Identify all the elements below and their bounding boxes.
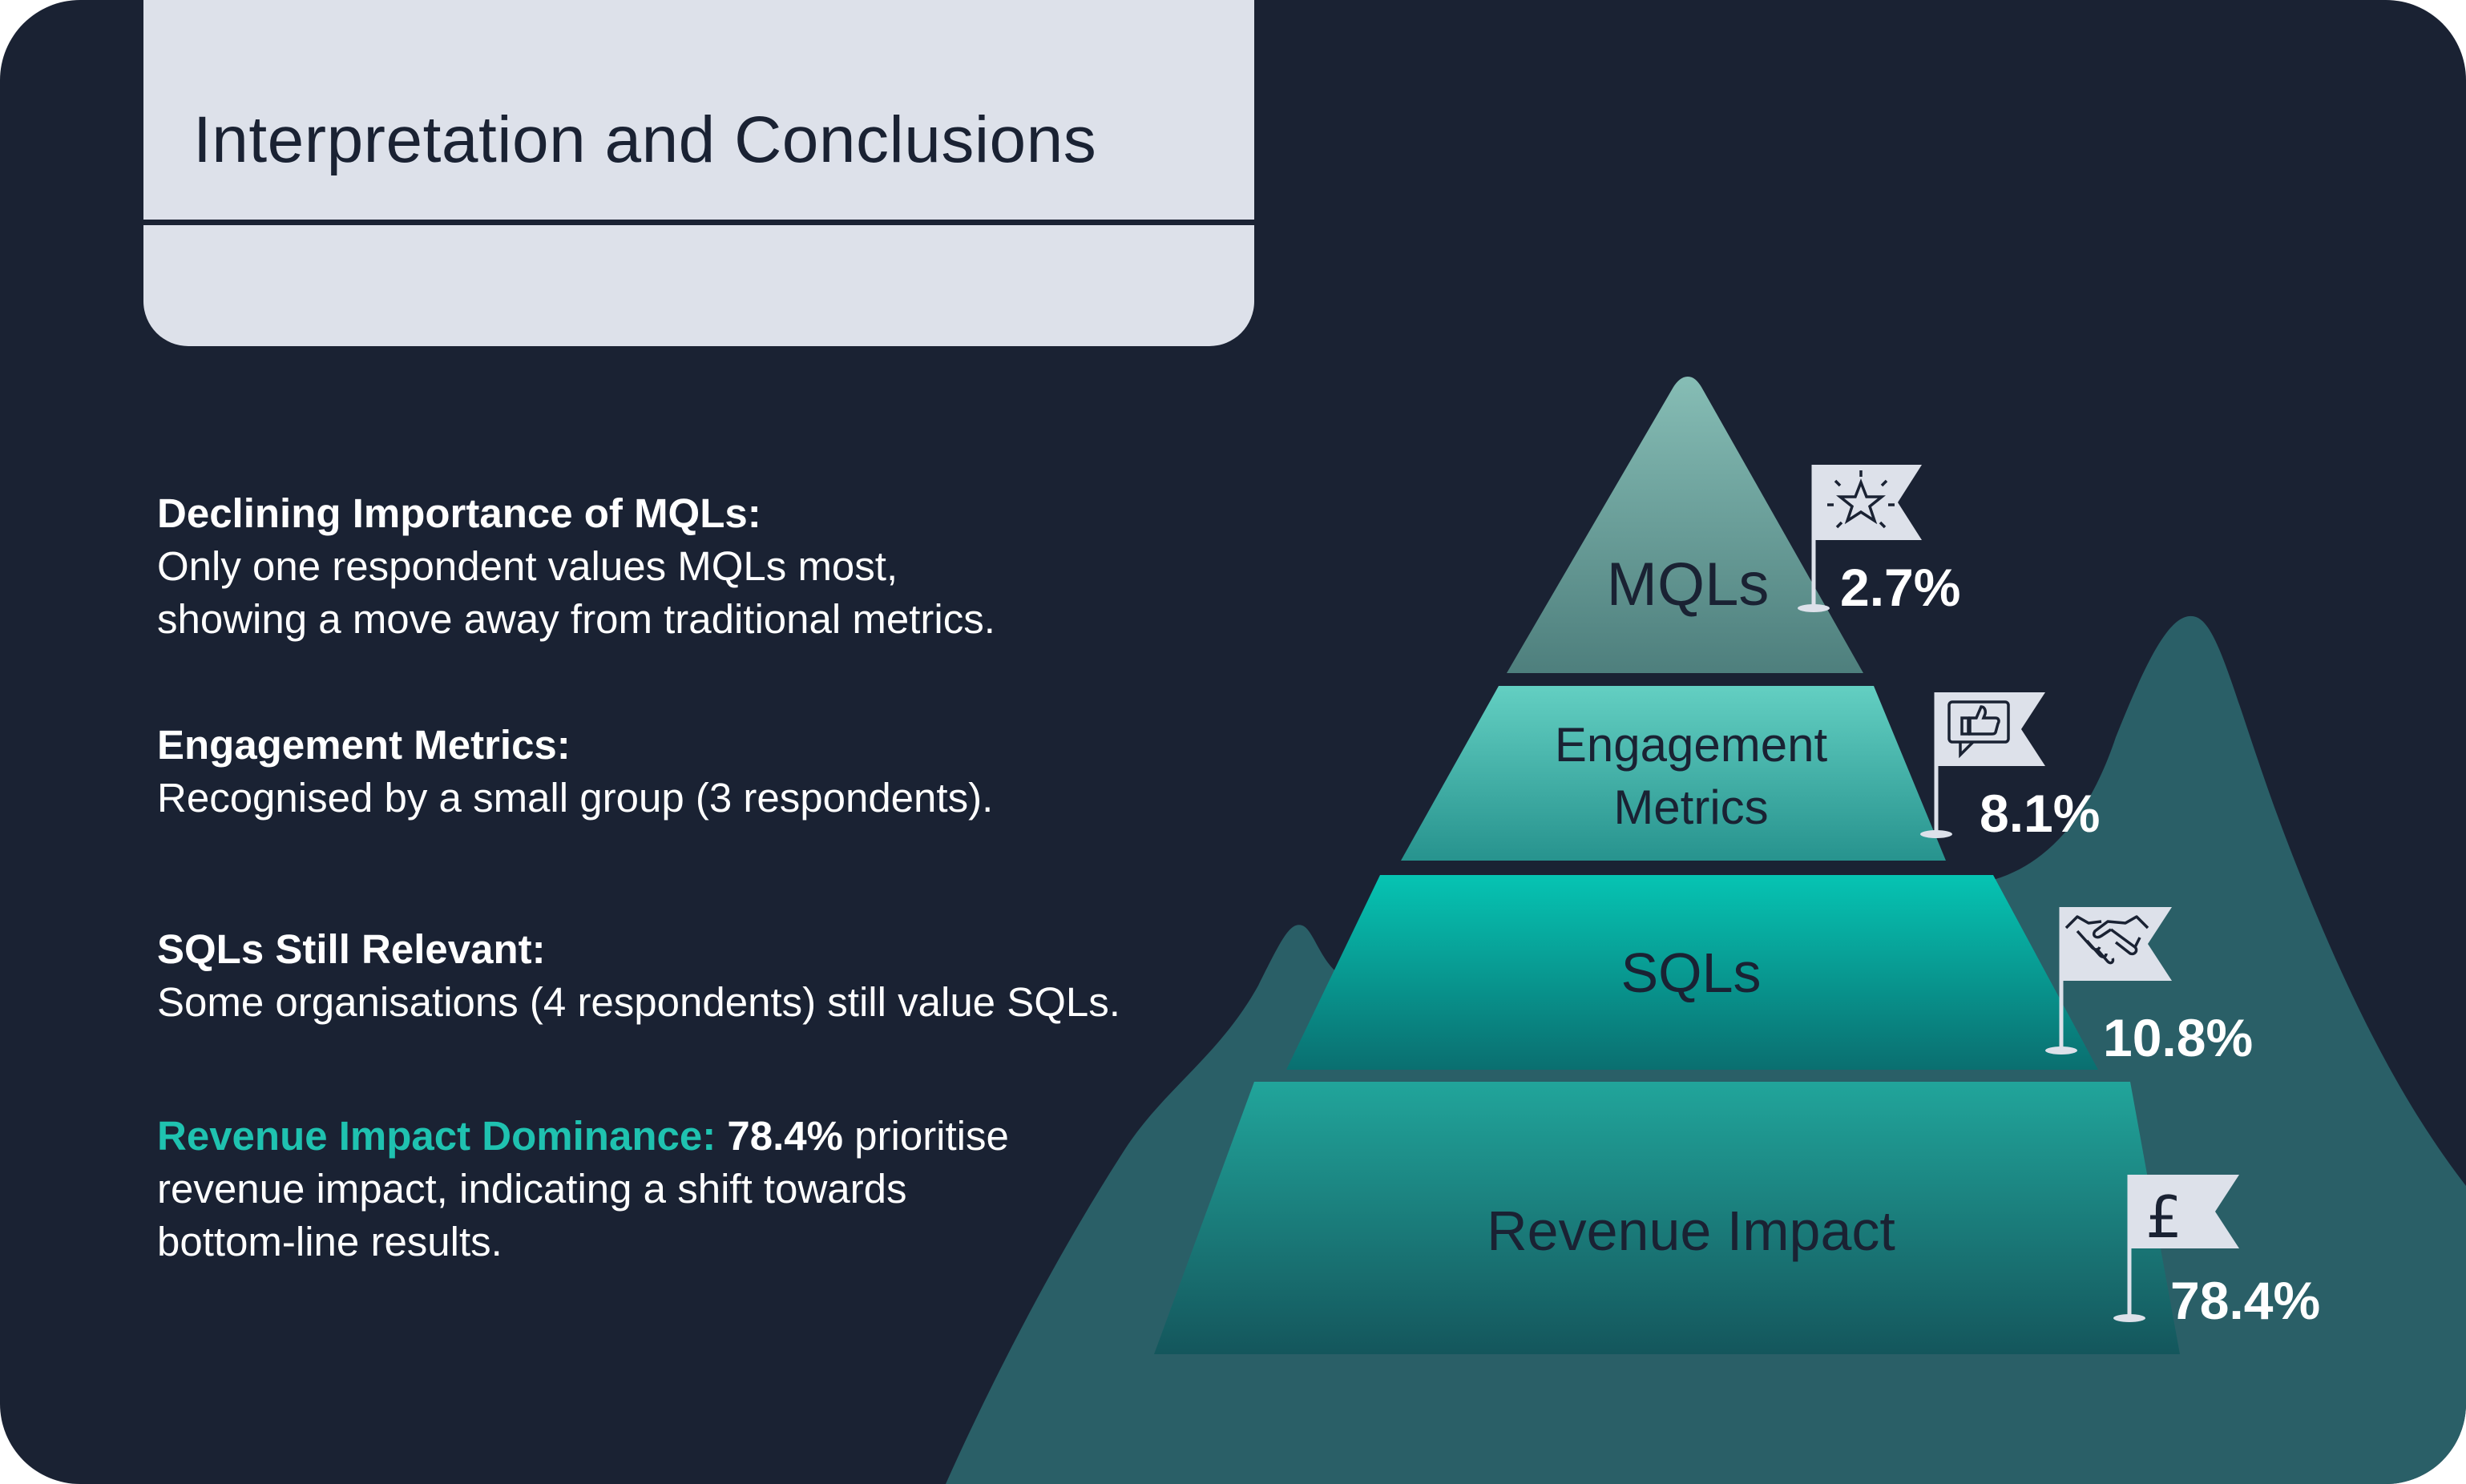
point-line: Some organisations (4 respondents) still… [157,979,1120,1025]
tier-mqls-shape [1507,377,1863,673]
title-box: Interpretation and Conclusions [143,0,1254,346]
flag-revenue: £ 78.4% [2113,1175,2320,1330]
tier-label-revenue: Revenue Impact [1487,1200,1895,1262]
percent-revenue: 78.4% [2170,1271,2320,1330]
tier-label-engagement: Metrics [1613,780,1768,834]
point-heading: Engagement Metrics: [157,722,571,768]
percent-mqls: 2.7% [1840,558,1960,617]
point-first-line: Revenue Impact Dominance: 78.4% prioriti… [157,1110,1009,1163]
tier-sqls-shape [1286,875,2098,1070]
pound-icon: £ [2145,1184,2182,1251]
point-heading: Revenue Impact Dominance: [157,1113,716,1159]
thumbs-up-icon [1947,700,2010,759]
point-value: 78.4% [727,1113,843,1159]
point-line: Recognised by a small group (3 responden… [157,775,994,821]
tier-revenue-shape [1154,1082,2180,1354]
point-sqls: SQLs Still Relevant: Some organisations … [157,923,1120,1029]
point-line: showing a move away from traditional met… [157,596,995,642]
flag-engagement: 8.1% [1920,692,2100,843]
point-line: Only one respondent values MQLs most, [157,543,898,589]
percent-sqls: 10.8% [2103,1008,2253,1067]
point-engagement: Engagement Metrics: Recognised by a smal… [157,719,993,825]
point-revenue: Revenue Impact Dominance: 78.4% prioriti… [157,1110,1009,1268]
flag-mqls: 2.7% [1798,465,1960,617]
point-heading: SQLs Still Relevant: [157,926,546,972]
point-line: bottom-line results. [157,1219,502,1264]
star-icon [1827,470,1895,529]
percent-engagement: 8.1% [1980,784,2100,843]
point-line: revenue impact, indicating a shift towar… [157,1166,907,1212]
title-divider [143,220,1254,225]
tier-label-engagement: Engagement [1555,718,1828,772]
tier-label-mqls: MQLs [1607,550,1770,619]
tier-label-sqls: SQLs [1620,942,1761,1004]
point-line-rest: prioritise [842,1113,1009,1159]
flag-sqls: 10.8% [2045,907,2253,1067]
tier-engagement-shape [1401,686,1946,861]
point-heading: Declining Importance of MQLs: [157,490,761,536]
point-mqls: Declining Importance of MQLs: Only one r… [157,487,995,646]
handshake-icon [2064,915,2149,965]
page-title: Interpretation and Conclusions [193,103,1097,176]
